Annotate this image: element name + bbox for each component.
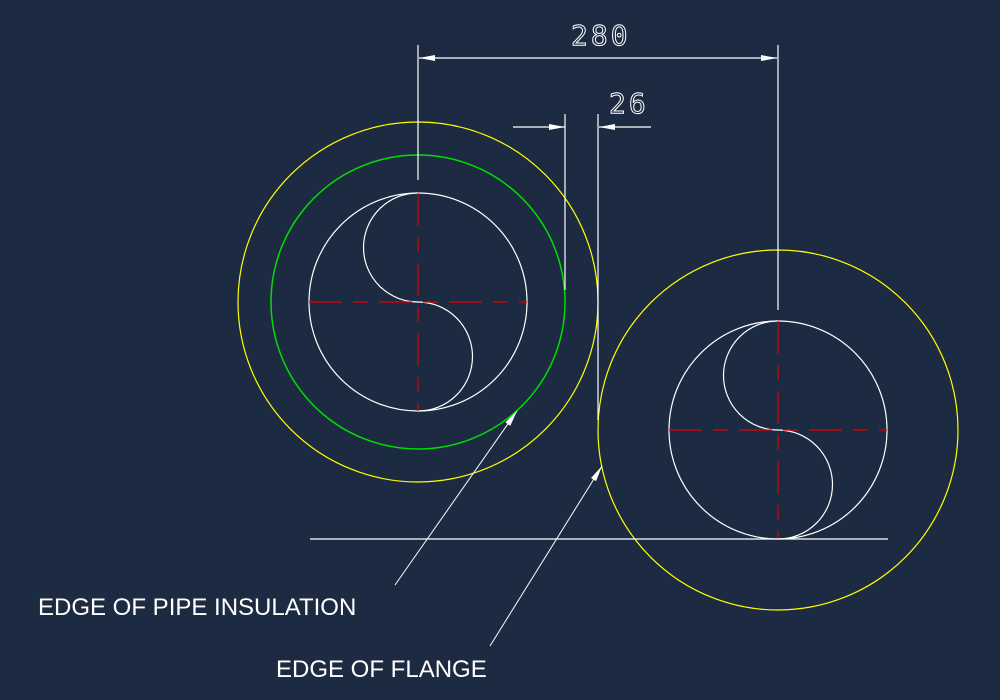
label-edge-of-flange: EDGE OF FLANGE [276, 656, 487, 683]
dimension-280: 280 [417, 19, 779, 310]
dim-text-26: 26 [609, 87, 649, 120]
left-s-curve [362, 192, 474, 412]
label-edge-of-pipe-insulation: EDGE OF PIPE INSULATION [38, 594, 357, 621]
right-s-curve [722, 320, 834, 540]
leader-insulation [394, 410, 518, 586]
dimension-26: 26 [513, 87, 651, 420]
dim-text-280: 280 [571, 19, 631, 52]
leader-flange [489, 465, 603, 647]
